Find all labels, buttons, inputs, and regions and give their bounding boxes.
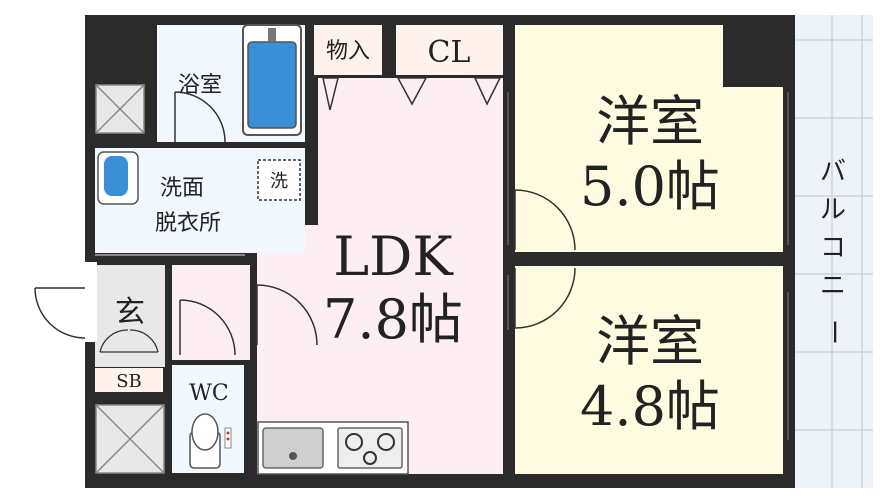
- western-1-name: 洋室: [596, 90, 704, 153]
- balcony-char-5: ー: [818, 319, 848, 345]
- shoe-cabinet-doors: [99, 329, 159, 353]
- toilet-bowl: [189, 413, 232, 469]
- entrance: [95, 265, 165, 367]
- bathtub: [242, 24, 302, 136]
- bath-door-swing: [174, 91, 226, 143]
- ldk-door-swing: [256, 284, 318, 346]
- pipe-space-lower: [95, 404, 165, 474]
- toilet-label: WC: [189, 381, 228, 406]
- western-1-size: 5.0帖: [580, 155, 720, 218]
- washroom-label-1: 洗面: [160, 176, 204, 201]
- window-lines: [507, 92, 789, 440]
- kitchen-counter: [257, 421, 409, 475]
- western-1-door-swing: [514, 189, 576, 251]
- washer-pan: [257, 159, 301, 201]
- western-room-1: [515, 25, 783, 252]
- pipe-space-upper: [95, 84, 145, 134]
- closet-label: CL: [428, 35, 471, 70]
- storage-closet: [314, 25, 382, 75]
- closet-doors: [322, 77, 502, 111]
- shoe-box: [95, 368, 163, 392]
- balcony-char-1: バ: [820, 157, 846, 187]
- ldk-size: 7.8帖: [323, 288, 463, 351]
- shoe-box-label: SB: [116, 371, 142, 392]
- clothes-closet: [396, 25, 503, 75]
- kitchen-sink: [262, 427, 324, 469]
- ldk-name: LDK: [333, 225, 454, 288]
- entrance-label: 玄: [115, 295, 145, 330]
- western-2-name: 洋室: [596, 310, 704, 373]
- hallway: [172, 265, 250, 360]
- wash-basin: [97, 151, 139, 205]
- western-2-door-swing: [514, 267, 576, 329]
- entrance-door-swing: [34, 262, 97, 342]
- balcony-char-3: コ: [820, 233, 846, 263]
- balcony-char-2: ル: [820, 195, 846, 225]
- toilet-door-swing: [179, 299, 236, 356]
- washroom-label-2: 脱衣所: [155, 211, 221, 236]
- ldk-room: [257, 78, 503, 474]
- balcony: [795, 15, 873, 488]
- washer-label: 洗: [270, 171, 288, 192]
- gas-stove: [337, 427, 403, 469]
- western-room-2: [515, 266, 783, 474]
- bathroom-label: 浴室: [178, 73, 222, 98]
- western-2-size: 4.8帖: [580, 375, 720, 438]
- balcony-char-4: ニ: [820, 271, 846, 301]
- storage-label: 物入: [326, 39, 370, 64]
